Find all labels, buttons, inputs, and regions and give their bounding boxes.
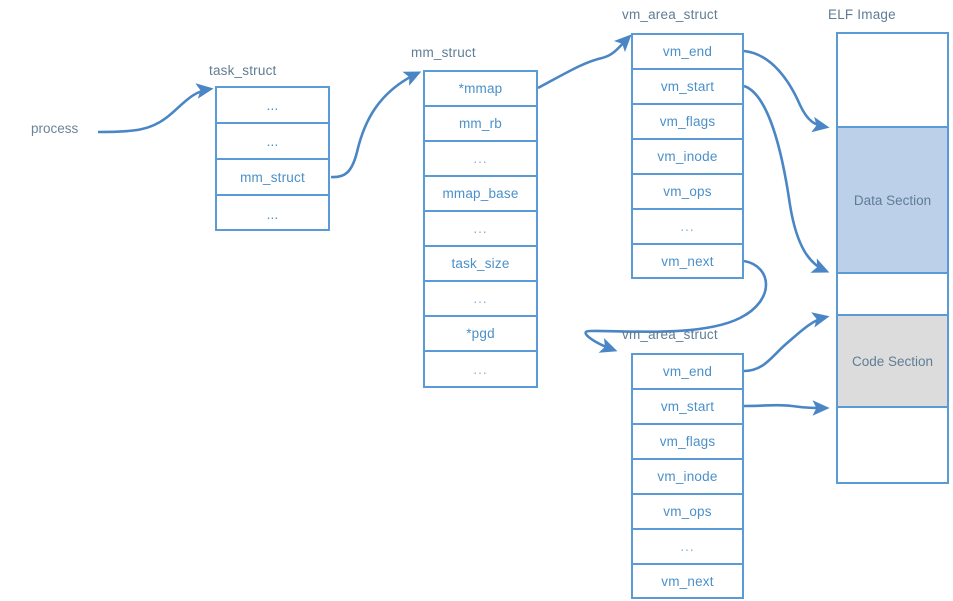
- vma1-row-vm-start: vm_start: [633, 70, 742, 105]
- elf-segment-empty-middle: [838, 274, 947, 316]
- vma2-row-vm-start: vm_start: [633, 390, 742, 425]
- process-label: process: [31, 121, 79, 136]
- vma2-row-vm-end: vm_end: [633, 355, 742, 390]
- task-struct-row-mm-struct: mm_struct: [217, 160, 328, 196]
- arrow-mmap-to-vma1: [537, 34, 632, 90]
- mm-struct-row: ...: [425, 142, 536, 177]
- arrow-vma1-vmend-to-data-top: [743, 49, 830, 133]
- vm-area-struct-1-label: vm_area_struct: [622, 7, 718, 22]
- elf-segment-data-section: Data Section: [838, 128, 947, 274]
- vm-area-struct-1-box: vm_end vm_start vm_flags vm_inode vm_ops…: [631, 33, 744, 279]
- vma2-row-vm-inode: vm_inode: [633, 460, 742, 495]
- task-struct-box: ... ... mm_struct ...: [215, 86, 330, 231]
- mm-struct-box: *mmap mm_rb ... mmap_base ... task_size …: [423, 70, 538, 388]
- mm-struct-row-mm-rb: mm_rb: [425, 107, 536, 142]
- elf-image-box: Data Section Code Section: [836, 32, 949, 484]
- vma1-row: ...: [633, 210, 742, 245]
- mm-struct-row-mmap: *mmap: [425, 72, 536, 107]
- elf-image-label: ELF Image: [828, 7, 896, 22]
- vm-area-struct-2-box: vm_end vm_start vm_flags vm_inode vm_ops…: [631, 353, 744, 599]
- vm-area-struct-2-label: vm_area_struct: [622, 327, 718, 342]
- vma1-row-vm-ops: vm_ops: [633, 175, 742, 210]
- vma2-row-vm-next: vm_next: [661, 573, 714, 589]
- vma2-row: ...: [633, 530, 742, 565]
- mm-struct-row: ...: [425, 282, 536, 317]
- mm-struct-row: ...: [425, 212, 536, 247]
- task-struct-label: task_struct: [209, 63, 277, 78]
- elf-segment-empty-top: [838, 34, 947, 128]
- mm-struct-label: mm_struct: [411, 45, 476, 60]
- arrow-process-to-task-struct: [97, 83, 214, 134]
- mm-struct-row-mmap-base: mmap_base: [425, 177, 536, 212]
- mm-struct-row: ...: [473, 361, 488, 377]
- mm-struct-row-task-size: task_size: [425, 247, 536, 282]
- vma1-row-vm-end: vm_end: [633, 35, 742, 70]
- vma1-row-vm-flags: vm_flags: [633, 105, 742, 140]
- arrow-vma2-vmend-to-code-top: [743, 312, 830, 373]
- arrow-vma2-vmstart-to-code-bottom: [743, 400, 830, 416]
- arrow-task-struct-to-mm-struct: [330, 71, 422, 179]
- task-struct-row: ...: [217, 124, 328, 160]
- mm-struct-row-pgd: *pgd: [425, 317, 536, 352]
- elf-segment-empty-bottom: [838, 408, 947, 482]
- vma2-row-vm-ops: vm_ops: [633, 495, 742, 530]
- task-struct-row: ...: [217, 88, 328, 124]
- vma1-row-vm-next: vm_next: [661, 253, 714, 269]
- elf-segment-code-section: Code Section: [838, 316, 947, 408]
- task-struct-row: ...: [266, 207, 279, 222]
- arrow-vma1-vmstart-to-data-bottom: [743, 84, 830, 273]
- vma2-row-vm-flags: vm_flags: [633, 425, 742, 460]
- vma1-row-vm-inode: vm_inode: [633, 140, 742, 175]
